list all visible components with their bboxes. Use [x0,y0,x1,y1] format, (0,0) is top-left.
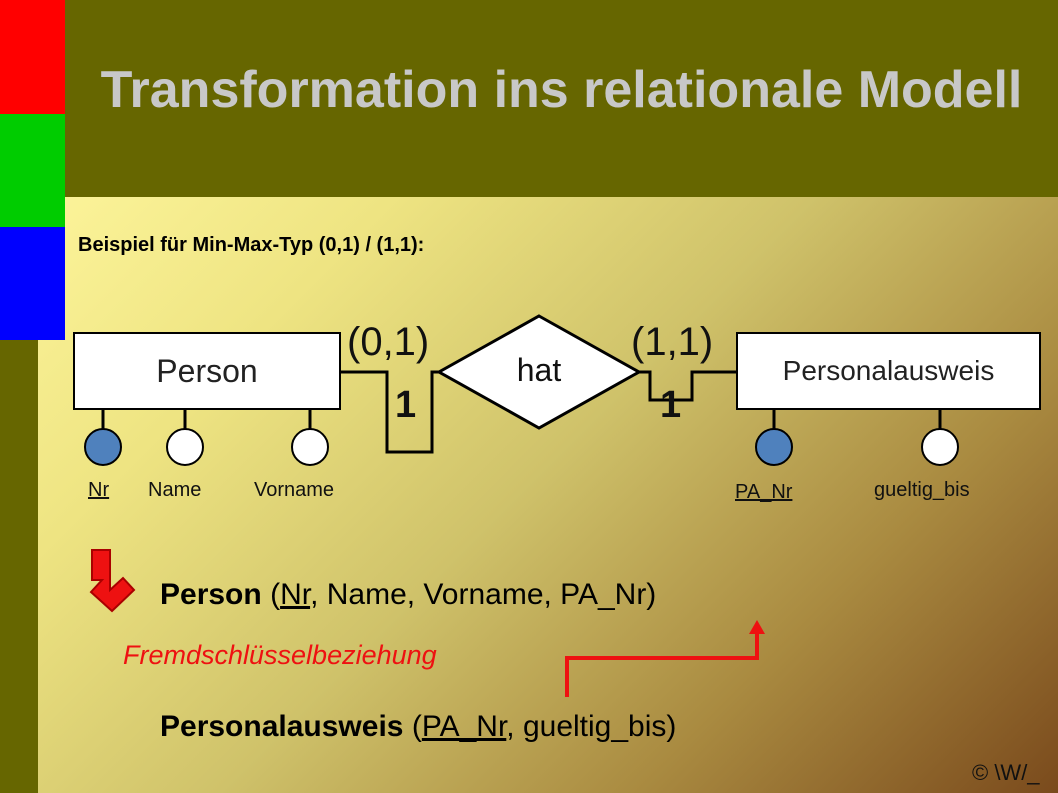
relation-ausweis-name: Personalausweis [160,710,404,743]
attr-gueltig-bis-label: gueltig_bis [874,479,970,501]
vorname-attribute-circle [291,428,329,466]
max-right: 1 [660,384,682,426]
relation-person-key: Nr [280,578,311,611]
gueltig-bis-attribute-circle [921,428,959,466]
relation-person-attributes: , Name, Vorname, PA_Nr) [310,578,657,611]
relation-person-name: Person [160,578,262,611]
blue-band [0,227,65,340]
relation-person: Person (Nr, Name, Vorname, PA_Nr) [160,578,656,612]
relation-ausweis-open: ( [411,710,422,743]
relationship-diamond [435,314,643,430]
attr-name-label: Name [148,479,202,501]
relationship-label: hat [516,352,562,388]
nr-attribute-circle [84,428,122,466]
name-attribute-circle [166,428,204,466]
red-band [0,0,65,114]
content-area [38,197,1058,793]
max-left: 1 [395,384,417,426]
entity-personalausweis: Personalausweis [736,332,1041,410]
entity-person-label: Person [156,352,258,389]
cardinality-left: (0,1) [347,320,430,364]
transform-arrow-icon [89,549,136,613]
connector-person-hat [340,370,442,454]
attr-pa-nr-label: PA_Nr [735,481,793,503]
copyright: © \W/_ [972,760,1040,785]
entity-person: Person [73,332,341,410]
relation-person-open: ( [270,578,281,611]
slide-subtitle: Beispiel für Min-Max-Typ (0,1) / (1,1): [78,234,425,256]
cardinality-right: (1,1) [631,320,714,364]
entity-personalausweis-label: Personalausweis [782,355,995,386]
green-band [0,114,65,227]
relation-ausweis-attributes: , gueltig_bis) [506,710,677,743]
foreign-key-label: Fremdschlüsselbeziehung [123,640,437,670]
pa-nr-attribute-circle [755,428,793,466]
foreign-key-arrow-head [749,620,765,634]
relation-ausweis-key: PA_Nr [421,710,507,743]
foreign-key-arrow [565,632,759,697]
attr-nr-label: Nr [88,479,110,501]
relation-personalausweis: Personalausweis (PA_Nr, gueltig_bis) [160,710,676,744]
slide-title: Transformation ins relationale Modell [100,61,1023,119]
connector-hat-ausweis [636,370,737,402]
attr-vorname-label: Vorname [254,479,335,501]
